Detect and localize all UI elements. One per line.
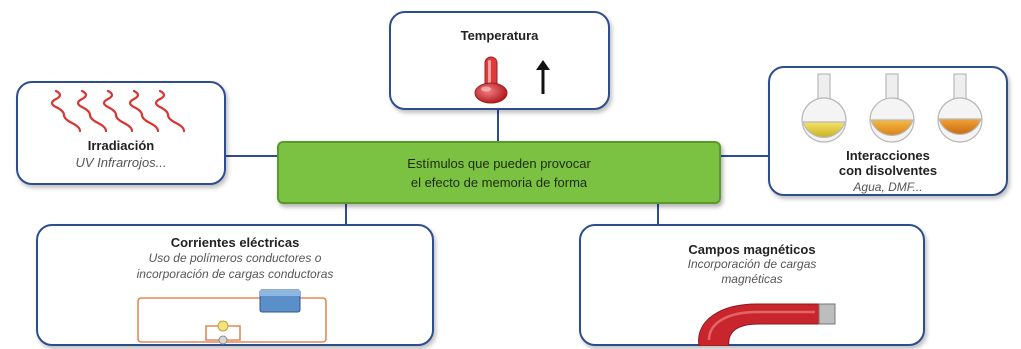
magnetic-subtitle-2: magnéticas	[721, 272, 783, 286]
horseshoe-magnet-icon	[698, 303, 836, 346]
irradiation-title: Irradiación	[87, 138, 155, 153]
electric-subtitle-1: Uso de polímeros conductores o	[148, 251, 322, 265]
arrow-up-icon	[536, 60, 550, 94]
electric-title: Corrientes eléctricas	[170, 235, 300, 250]
temperature-node: Temperatura	[389, 11, 610, 110]
solvents-title-line-2: con disolventes	[838, 163, 938, 178]
electric-subtitle-2: incorporación de cargas conductoras	[136, 267, 334, 281]
magnetic-subtitle-1: Incorporación de cargas	[687, 257, 817, 271]
thermometer-icon	[474, 56, 508, 104]
solvents-node: Interacciones con disolventes Agua, DMF.…	[768, 66, 1008, 196]
magnetic-title: Campos magnéticos	[688, 242, 816, 257]
central-stimuli-box: Estímulos que pueden provocar el efecto …	[277, 141, 721, 204]
electric-currents-node: Corrientes eléctricas Uso de polímeros c…	[36, 224, 434, 346]
wavy-lines-icon	[50, 89, 186, 133]
solvents-subtitle: Agua, DMF...	[853, 180, 923, 194]
center-line-2: el efecto de memoria de forma	[410, 174, 588, 190]
temperature-title: Temperatura	[460, 28, 539, 43]
solvents-title: Interacciones con disolventes	[770, 148, 1006, 178]
irradiation-node: Irradiación UV Infrarrojos...	[16, 81, 226, 185]
magnetic-fields-node: Campos magnéticos Incorporación de carga…	[579, 224, 925, 346]
center-line-1: Estímulos que pueden provocar	[407, 155, 591, 171]
circuit-icon	[137, 289, 327, 345]
solvents-title-line-1: Interacciones	[846, 148, 930, 163]
flasks-icon	[801, 73, 983, 143]
irradiation-subtitle: UV Infrarrojos...	[75, 155, 167, 170]
